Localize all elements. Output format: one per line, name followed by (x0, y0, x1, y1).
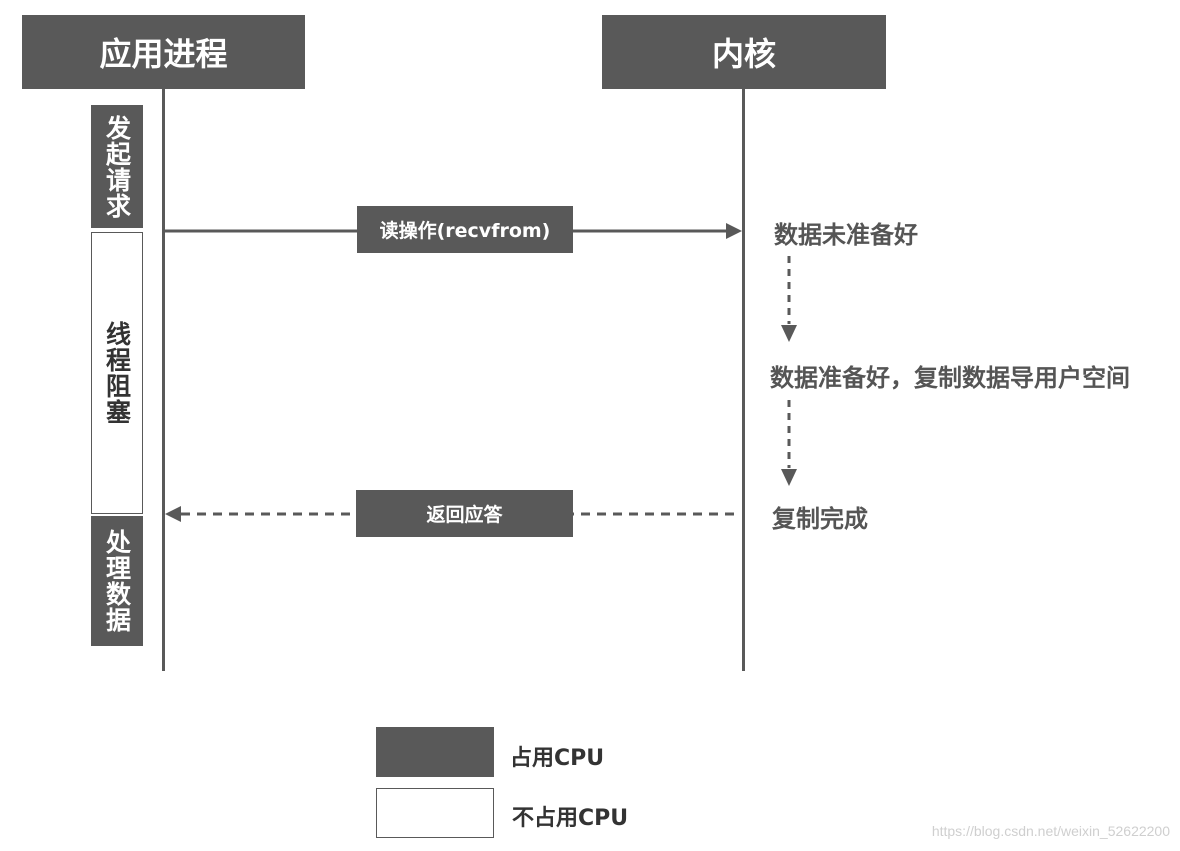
thread-blocked-block: 线程阻塞 (91, 232, 143, 514)
reply-label: 返回应答 (356, 490, 573, 537)
app-lifeline (162, 89, 165, 671)
watermark: https://blog.csdn.net/weixin_52622200 (931, 823, 1170, 839)
process-data-block: 处理数据 (91, 516, 143, 646)
send-request-block: 发起请求 (91, 105, 143, 228)
process-data-label: 处理数据 (102, 529, 132, 633)
legend-free-label: 不占用CPU (512, 806, 629, 831)
kernel-lifeline (742, 89, 745, 671)
legend-busy-swatch (376, 727, 494, 777)
state-transition-1-head (781, 325, 797, 342)
read-operation-label: 读操作(recvfrom) (357, 206, 573, 253)
read-arrow-head (726, 223, 742, 239)
kernel-title: 内核 (711, 35, 776, 73)
kernel-state-ready-copy: 数据准备好，复制数据导用户空间 (770, 364, 1130, 392)
send-request-label: 发起请求 (102, 114, 132, 219)
app-process-title: 应用进程 (99, 35, 228, 73)
state-transition-2-head (781, 469, 797, 486)
read-operation-text: 读操作(recvfrom) (379, 220, 551, 242)
reply-arrow-head (165, 506, 181, 522)
reply-text: 返回应答 (426, 504, 503, 526)
kernel-state-copy-done: 复制完成 (772, 505, 868, 533)
thread-blocked-label: 线程阻塞 (102, 321, 132, 425)
legend-free-swatch (376, 788, 494, 838)
kernel-state-not-ready: 数据未准备好 (774, 221, 918, 249)
app-process-header: 应用进程 (22, 15, 305, 89)
legend-busy-label: 占用CPU (510, 746, 605, 771)
kernel-header: 内核 (602, 15, 886, 89)
